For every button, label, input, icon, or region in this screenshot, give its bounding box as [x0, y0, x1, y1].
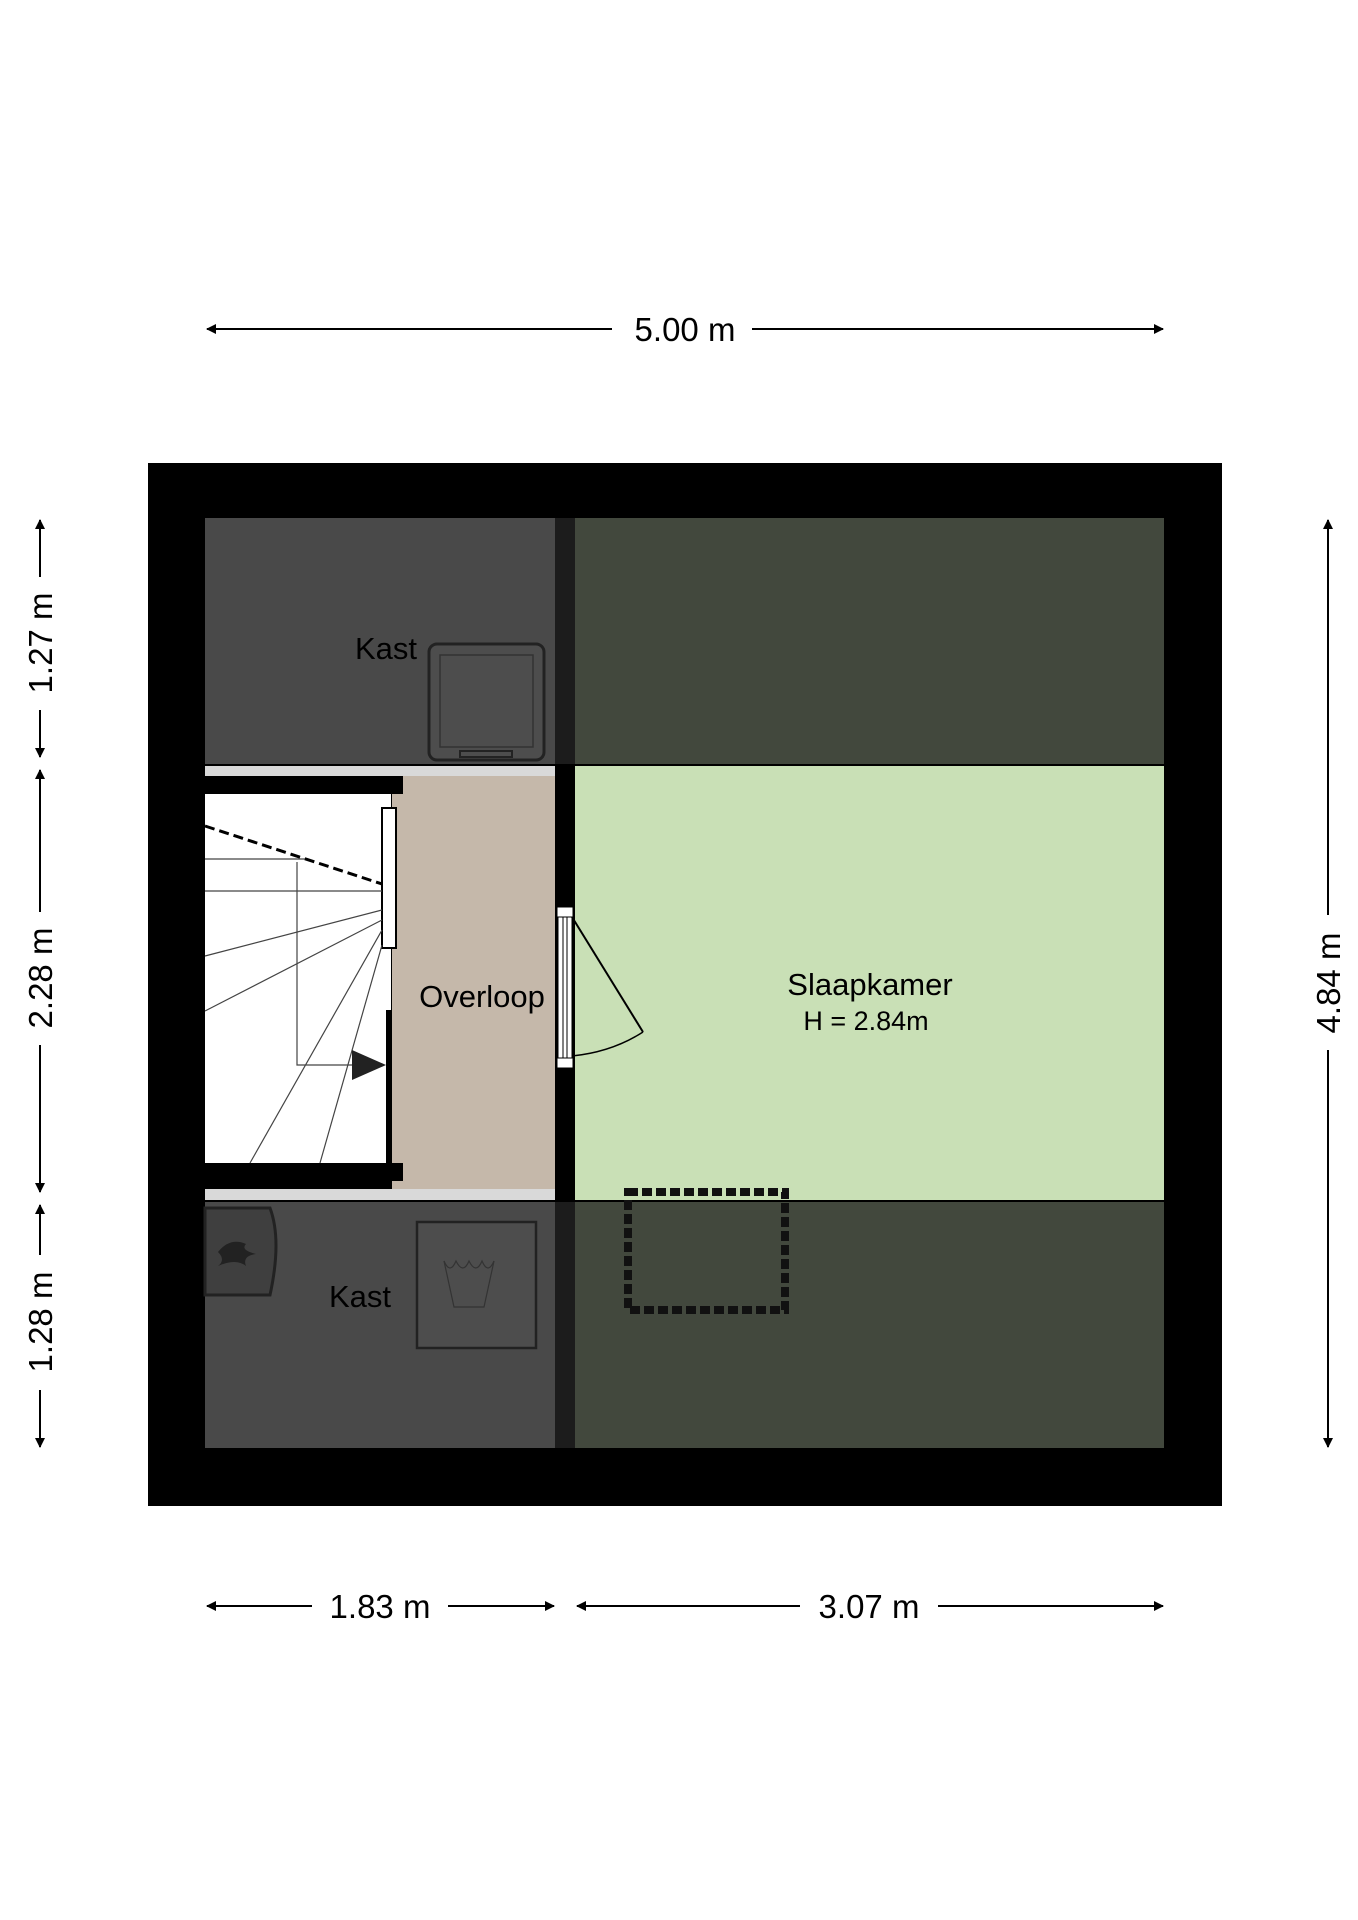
room-height-slaapkamer: H = 2.84m: [803, 1006, 928, 1036]
dimension-bottom-depth: 1.28 m: [22, 1272, 59, 1373]
dimension-middle-depth: 2.28 m: [22, 928, 59, 1029]
landing-strip-top: [205, 765, 555, 776]
room-label-kast-top: Kast: [355, 631, 417, 666]
dimension-right-width: 3.07 m: [819, 1588, 920, 1625]
dimension-left-width: 1.83 m: [330, 1588, 431, 1625]
dimension-top-depth: 1.27 m: [22, 593, 59, 694]
room-label-overloop: Overloop: [419, 979, 545, 1014]
attic-bottom-right-area: [575, 1201, 1164, 1448]
stair-direction-arrow-icon: [352, 1050, 386, 1080]
roof-hatch-outline: [624, 1188, 789, 1314]
washing-machine-icon: [415, 1220, 538, 1350]
room-label-kast-bottom: Kast: [329, 1279, 391, 1314]
overloop-area: [392, 776, 555, 1189]
dimension-total-depth: 4.84 m: [1310, 933, 1347, 1034]
staircase: [204, 776, 403, 1181]
dimension-total-width: 5.00 m: [635, 311, 736, 348]
partition-wall-top: [555, 518, 575, 765]
partition-wall-bottom: [555, 1201, 575, 1448]
boiler-cabinet-icon: [427, 642, 546, 762]
door[interactable]: [556, 906, 644, 1069]
partition-wall-middle-upper: [555, 765, 575, 907]
heater-icon: [203, 1206, 278, 1297]
slaapkamer-area: [575, 765, 1164, 1201]
landing-strip-bottom: [205, 1189, 555, 1201]
room-label-slaapkamer: Slaapkamer: [787, 967, 952, 1002]
attic-top-right-area: [575, 518, 1164, 765]
partition-wall-middle-lower: [555, 1068, 575, 1201]
